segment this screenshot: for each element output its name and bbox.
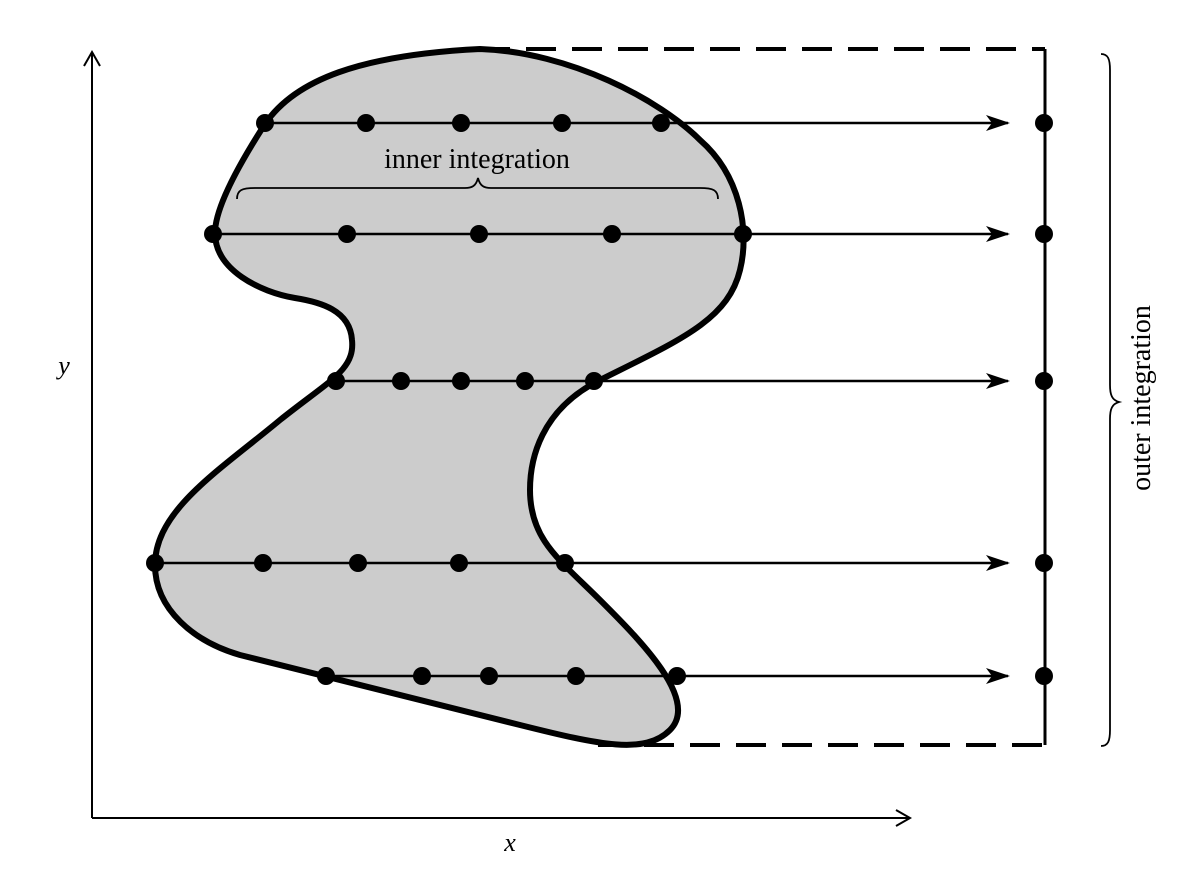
- integration-region: [152, 46, 747, 748]
- row-2-point: [603, 225, 621, 243]
- row-3-point: [452, 372, 470, 390]
- row-3-point: [327, 372, 345, 390]
- x-axis-label: x: [503, 828, 516, 857]
- row-1-point: [452, 114, 470, 132]
- outer-integration-label: outer integration: [1126, 305, 1157, 491]
- outer-point: [1035, 372, 1053, 390]
- row-2-point: [470, 225, 488, 243]
- row-4-point: [556, 554, 574, 572]
- row-3-point: [392, 372, 410, 390]
- row-4-point: [146, 554, 164, 572]
- row-1-point: [553, 114, 571, 132]
- y-axis-arrowhead: [83, 49, 101, 67]
- row-2-point: [338, 225, 356, 243]
- row-3-point: [585, 372, 603, 390]
- row-5-point: [668, 667, 686, 685]
- row-3-point: [516, 372, 534, 390]
- row-4-point: [349, 554, 367, 572]
- row-1-point: [652, 114, 670, 132]
- outer-point: [1035, 667, 1053, 685]
- x-axis-arrowhead: [895, 809, 913, 827]
- row-2-point: [734, 225, 752, 243]
- inner-integration-label: inner integration: [384, 144, 570, 175]
- outer-point: [1035, 225, 1053, 243]
- row-1-point: [357, 114, 375, 132]
- inner-brace: [236, 177, 719, 200]
- row-5-point: [317, 667, 335, 685]
- outer-point: [1035, 554, 1053, 572]
- outer-point: [1035, 114, 1053, 132]
- row-4-point: [450, 554, 468, 572]
- row-5-point: [567, 667, 585, 685]
- y-axis-label: y: [55, 351, 70, 380]
- row-4-point: [254, 554, 272, 572]
- row-1-point: [256, 114, 274, 132]
- outer-brace: [1100, 53, 1123, 747]
- row-2-point: [204, 225, 222, 243]
- row-5-point: [413, 667, 431, 685]
- row-5-point: [480, 667, 498, 685]
